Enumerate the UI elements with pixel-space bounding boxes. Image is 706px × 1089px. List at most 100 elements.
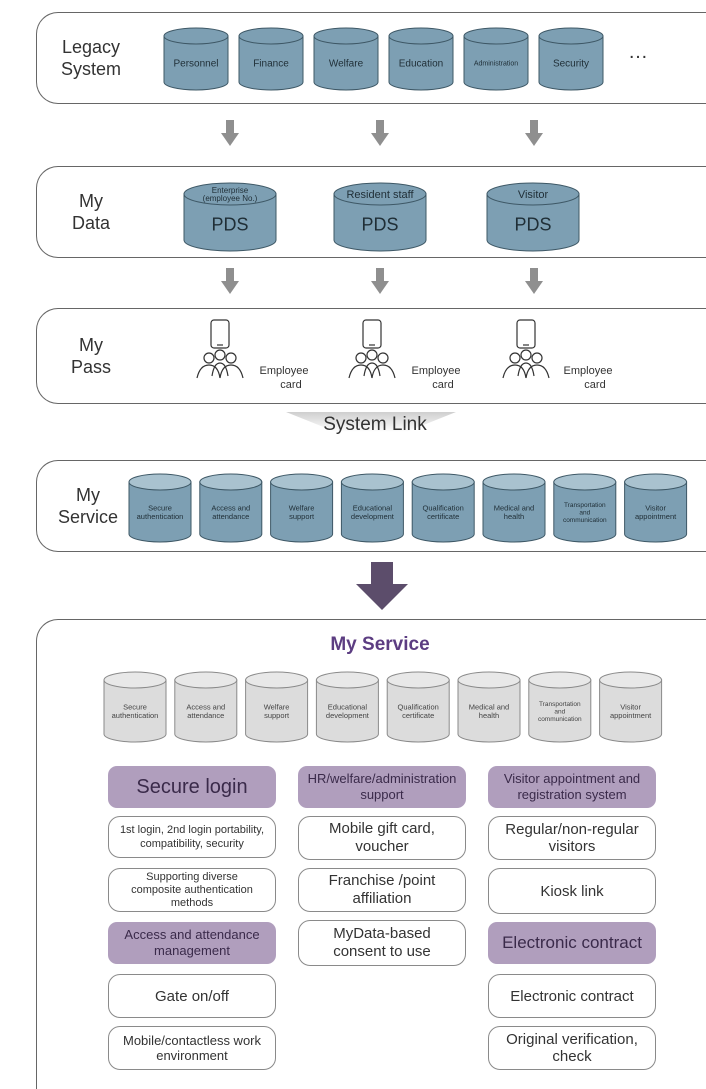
secure-login-header: Secure login xyxy=(108,766,276,808)
pds-main-label: PDS xyxy=(211,214,248,234)
arrows-legacy-to-data xyxy=(221,120,543,146)
legacy-label-line1: Legacy xyxy=(61,37,121,57)
legacy-cylinder xyxy=(538,27,604,91)
big-down-arrow-icon xyxy=(356,562,408,610)
pds-cylinders: Enterprise(employee No.) PDS Resident staf… xyxy=(183,182,580,252)
legacy-system-label: Legacy System xyxy=(50,36,132,80)
original-verification-box: Original verification, check xyxy=(488,1026,656,1070)
employee-card-label-1: Employee card xyxy=(252,364,316,392)
detail-service-cylinder xyxy=(315,671,379,743)
my-service-strip-label-line2: Service xyxy=(57,507,119,527)
gift-card-box: Mobile gift card, voucher xyxy=(298,816,466,860)
electronic-contract-header: Electronic contract xyxy=(488,922,656,964)
franchise-box: Franchise /point affiliation xyxy=(298,868,466,912)
card-line2: card xyxy=(584,379,606,391)
pds-main-label: PDS xyxy=(361,214,398,234)
down-arrow-icon xyxy=(221,120,239,146)
legacy-cylinder-label: Education xyxy=(399,59,443,70)
legacy-cylinder-label: Personnel xyxy=(173,59,218,70)
mydata-consent-box: MyData-based consent to use xyxy=(298,920,466,966)
detail-service-cylinder xyxy=(599,671,663,743)
card-line2: card xyxy=(280,379,302,391)
access-attendance-header: Access and attendance management xyxy=(108,922,276,964)
system-link-funnel-icon xyxy=(286,412,456,432)
card-line1: Employee xyxy=(411,365,461,377)
down-arrow-icon xyxy=(371,120,389,146)
phone-people-icon xyxy=(348,319,396,379)
service-strip-cylinder xyxy=(482,473,546,543)
my-data-label-line1: My xyxy=(79,191,103,211)
card-line2: card xyxy=(432,379,454,391)
pds-cylinder xyxy=(183,182,277,252)
legacy-cylinder xyxy=(238,27,304,91)
detail-service-cylinder xyxy=(457,671,521,743)
legacy-ellipsis: … xyxy=(628,41,648,63)
detail-service-cylinder xyxy=(103,671,167,743)
my-data-label: My Data xyxy=(50,190,132,234)
down-arrow-icon xyxy=(371,268,389,294)
service-strip-cylinder xyxy=(199,473,263,543)
electronic-contract-box: Electronic contract xyxy=(488,974,656,1018)
my-pass-panel xyxy=(36,308,706,404)
down-arrow-icon xyxy=(525,268,543,294)
legacy-label-line2: System xyxy=(60,59,121,79)
service-strip-cylinder xyxy=(128,473,192,543)
legacy-cylinder xyxy=(388,27,454,91)
visitor-appointment-header: Visitor appointment and registration sys… xyxy=(488,766,656,808)
my-pass-label-line2: Pass xyxy=(70,357,112,377)
detail-service-cylinder xyxy=(528,671,592,743)
service-strip-cylinder xyxy=(270,473,334,543)
down-arrow-icon xyxy=(221,268,239,294)
my-service-detail-panel xyxy=(36,619,706,1089)
legacy-cylinder-label: Finance xyxy=(253,59,289,70)
my-service-strip-label: My Service xyxy=(46,484,130,528)
my-data-label-line2: Data xyxy=(71,213,111,233)
pds-caption: Resident staff xyxy=(346,189,414,201)
system-link-label: System Link xyxy=(323,414,427,435)
service-strip-cylinder xyxy=(624,473,688,543)
legacy-cylinder xyxy=(463,27,529,91)
gate-on-off-box: Gate on/off xyxy=(108,974,276,1018)
my-pass-label: My Pass xyxy=(50,334,132,378)
service-strip-cylinder xyxy=(411,473,475,543)
pds-caption: Visitor xyxy=(518,189,549,201)
detail-service-cylinder xyxy=(174,671,238,743)
service-strip-cylinder xyxy=(553,473,617,543)
kiosk-link-box: Kiosk link xyxy=(488,868,656,914)
pds-main-label: PDS xyxy=(514,214,551,234)
arrows-data-to-pass xyxy=(221,268,543,294)
my-service-strip-label-line1: My xyxy=(76,485,100,505)
card-line1: Employee xyxy=(563,365,613,377)
my-service-title: My Service xyxy=(330,634,430,655)
legacy-cylinder-label: Welfare xyxy=(329,59,364,70)
legacy-cylinder xyxy=(313,27,379,91)
employee-card-label-3: Employee card xyxy=(556,364,620,392)
employee-card-label-2: Employee card xyxy=(404,364,468,392)
my-pass-icons xyxy=(196,319,550,379)
detail-service-cylinder xyxy=(245,671,309,743)
login-portability-box: 1st login, 2nd login portability, compat… xyxy=(108,816,276,858)
regular-visitors-box: Regular/non-regular visitors xyxy=(488,816,656,860)
legacy-cylinder-label: Security xyxy=(553,59,589,70)
service-strip-cylinder xyxy=(340,473,404,543)
pds-caption: Enterprise(employee No.) xyxy=(203,186,258,203)
pds-cylinder xyxy=(333,182,427,252)
card-line1: Employee xyxy=(259,365,309,377)
composite-auth-box: Supporting diverse composite authenticat… xyxy=(108,868,276,912)
